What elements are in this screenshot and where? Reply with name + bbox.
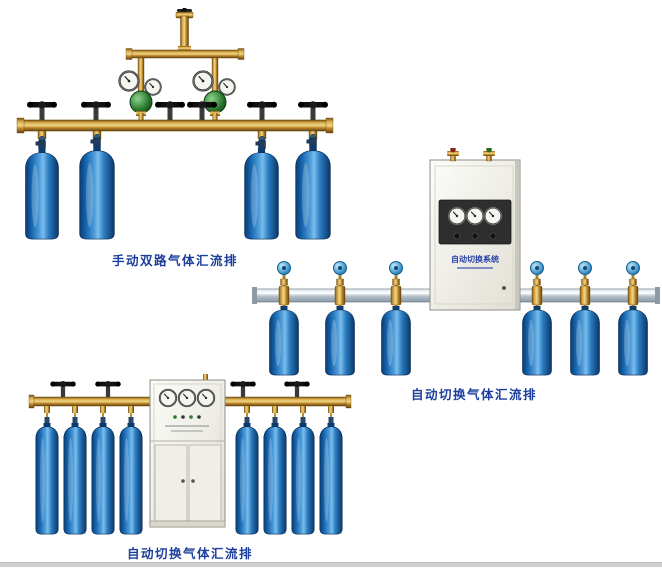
figure-auto-switch-manifold: 自动切换系统 自动切换气体汇流排 [252, 148, 662, 406]
valve-handwheel-icon [247, 101, 277, 120]
gas-cylinder [618, 306, 648, 376]
gas-cylinder [381, 306, 411, 376]
pressure-gauge-icon [144, 78, 162, 96]
control-knob [453, 232, 461, 240]
indicator-light [197, 415, 201, 419]
cabinet-sublabel-line [457, 267, 493, 269]
control-knob [471, 232, 479, 240]
small-valve-knob [486, 148, 492, 153]
cabinet-door [188, 444, 222, 522]
pressure-gauge-icon [196, 388, 216, 408]
riser-fittings [44, 406, 334, 413]
auto-switch-manifold-illustration: 自动切换系统 [252, 148, 660, 376]
gas-cylinder [35, 423, 59, 535]
cylinder-station [618, 261, 648, 376]
pressure-gauge-icon [483, 206, 503, 226]
gas-cylinder [269, 306, 299, 376]
panel-text-line [165, 425, 209, 427]
main-manifold-pipe [16, 117, 334, 134]
caption-auto-switch-manifold: 自动切换气体汇流排 [410, 387, 537, 402]
control-cabinet [149, 374, 226, 528]
cylinder-valves [44, 417, 334, 423]
indicator-light [189, 415, 193, 419]
cabinet-label: 自动切换系统 [451, 254, 499, 264]
valve-handwheel-icon [95, 381, 121, 397]
gas-cylinder [570, 306, 600, 376]
valve-handwheel-icon [27, 101, 57, 120]
cylinder-valve-icon [90, 133, 101, 148]
valve-handwheel-icon [50, 381, 76, 397]
door-handle [181, 479, 185, 483]
gas-cylinder [319, 423, 343, 535]
pressure-regulator-left [118, 57, 162, 123]
caption-auto-switch-floor: 自动切换气体汇流排 [126, 546, 253, 561]
pressure-gauge-icon [192, 70, 214, 92]
top-inlet-assembly [175, 8, 194, 51]
gas-cylinder [119, 423, 143, 535]
cylinder-station [522, 261, 552, 376]
bottom-divider [0, 562, 662, 567]
auto-switch-floor-illustration [28, 374, 352, 535]
control-cabinet: 自动切换系统 [429, 159, 521, 311]
door-handle [191, 479, 195, 483]
gas-cylinder [325, 306, 355, 376]
valve-handwheel-icon [230, 381, 256, 397]
control-knob [489, 232, 497, 240]
valve-handwheel-icon [81, 101, 111, 120]
small-valve-knob [450, 148, 456, 153]
cylinder-valve-icon [35, 135, 46, 150]
cylinder-station [269, 261, 299, 376]
cabinet-door [154, 444, 188, 522]
gas-cylinder [25, 148, 59, 240]
cabinet-top-stub [203, 374, 208, 381]
gas-cylinder [235, 423, 259, 535]
pressure-gauge-icon [465, 206, 485, 226]
gas-cylinder [91, 423, 115, 535]
manual-dual-manifold-illustration [16, 8, 334, 240]
valve-handwheels [27, 101, 328, 120]
caption-manual-dual-manifold: 手动双路气体汇流排 [111, 253, 238, 268]
gas-cylinder [63, 423, 87, 535]
gas-cylinder [291, 423, 315, 535]
cabinet-lock [502, 286, 506, 290]
cylinder-station [381, 261, 411, 376]
cylinder-station [570, 261, 600, 376]
cabinet-top-pipes [447, 148, 495, 162]
figure-auto-switch-floor-cabinet: 自动切换气体汇流排 [25, 373, 355, 563]
drop-fittings [37, 130, 318, 140]
gas-cylinder [263, 423, 287, 535]
cylinder-valve-icon [306, 133, 317, 148]
cylinder-station [325, 261, 355, 376]
indicator-light [173, 415, 177, 419]
valve-handwheel-icon [284, 381, 310, 397]
pressure-gauge-icon [218, 78, 236, 96]
pressure-gauge-icon [118, 70, 140, 92]
indicator-light [181, 415, 185, 419]
pressure-gauge-icon [158, 388, 178, 408]
header-pipe [125, 48, 245, 60]
cylinder-connections [269, 261, 648, 376]
panel-text-line [171, 430, 203, 432]
gas-cylinder [522, 306, 552, 376]
pressure-gauge-icon [447, 206, 467, 226]
valve-handwheel-icon [155, 101, 185, 120]
gas-cylinder [79, 146, 115, 240]
valve-handwheel-icon [298, 101, 328, 120]
pressure-gauge-icon [177, 388, 197, 408]
figure-manual-dual-manifold: 手动双路气体汇流排 [10, 8, 340, 268]
